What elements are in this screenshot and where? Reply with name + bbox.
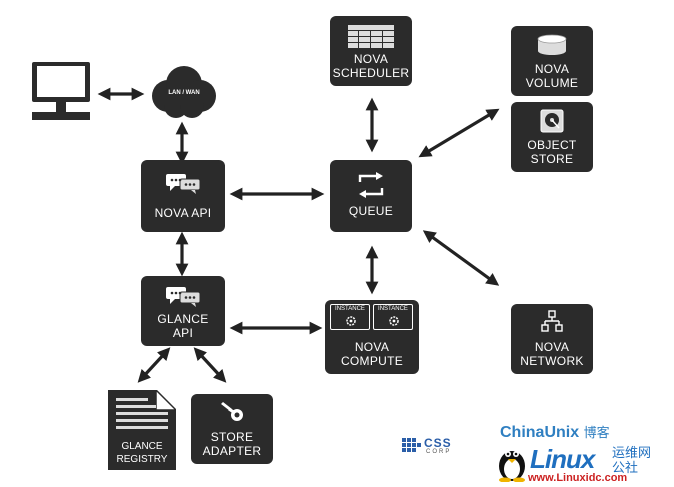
lan-wan-label: LAN / WAN [168, 90, 200, 96]
nova-api-label: NOVA API [154, 206, 212, 220]
nova-compute-box: INSTANCE INSTANCE NOVA COMPUTE [325, 300, 419, 374]
css-corp-text: CSS [424, 436, 452, 450]
gear-icon [389, 316, 399, 326]
css-corp-sub: CORP [426, 449, 452, 455]
wrench-icon [221, 402, 243, 421]
store-adapter-label: STORE ADAPTER [202, 430, 262, 458]
css-corp-dots-icon [402, 438, 421, 452]
instance-panel-2: INSTANCE [373, 304, 413, 330]
instance-panel-1: INSTANCE [330, 304, 370, 330]
css-corp-logo: CSS CORP [402, 436, 462, 458]
chat-bubbles-icon [166, 287, 201, 307]
glance-registry-label: GLANCE REGISTRY [116, 441, 168, 465]
calendar-grid-icon [348, 25, 394, 48]
hard-drive-icon [540, 109, 564, 133]
nova-network-label: NOVA NETWORK [520, 340, 584, 368]
instance-label-2: INSTANCE [378, 306, 408, 312]
nova-api-box: NOVA API [141, 160, 225, 232]
object-store-label: OBJECT STORE [527, 138, 577, 166]
glance-api-label: GLANCE API [157, 312, 209, 340]
linux-logo-text: Linux [530, 444, 595, 474]
chinaunix-text: ChinaUnix [500, 424, 580, 441]
chinaunix-suffix: 博客 [583, 425, 610, 440]
arrow-queue-volume [418, 108, 500, 158]
nova-scheduler-box: NOVA SCHEDULER [330, 16, 412, 86]
nova-volume-box: NOVA VOLUME [511, 26, 593, 96]
glance-api-box: GLANCE API [141, 276, 225, 346]
linuxidc-url: www.Linuxidc.com [528, 472, 628, 484]
nova-scheduler-label: NOVA SCHEDULER [332, 52, 410, 80]
chinaunix-watermark: ChinaUnix 博客 [500, 422, 610, 442]
linux-cn-text: 运维网 [612, 445, 652, 460]
network-topology-icon [541, 310, 563, 332]
lan-wan-cloud: LAN / WAN [146, 62, 222, 124]
store-adapter-box: STORE ADAPTER [191, 394, 273, 464]
queue-label: QUEUE [348, 204, 394, 218]
nova-volume-label: NOVA VOLUME [525, 62, 579, 90]
arrow-glance-adapter [193, 347, 227, 383]
gear-icon [346, 316, 356, 326]
nova-network-box: NOVA NETWORK [511, 304, 593, 374]
glance-registry-box: GLANCE REGISTRY [108, 390, 176, 470]
arrow-glance-registry [137, 347, 171, 383]
tux-penguin-icon [499, 451, 525, 482]
arrow-queue-network [422, 230, 500, 286]
instance-label-1: INSTANCE [335, 306, 365, 312]
nova-compute-label: NOVA COMPUTE [340, 340, 404, 368]
desktop-monitor-icon [30, 60, 94, 124]
object-store-box: OBJECT STORE [511, 102, 593, 172]
queue-box: QUEUE [330, 160, 412, 232]
disk-cylinder-icon [537, 34, 567, 55]
linux-cn2-text: 公社 [612, 460, 639, 475]
cycle-arrows-icon [358, 172, 384, 198]
chat-bubbles-icon [166, 174, 201, 194]
